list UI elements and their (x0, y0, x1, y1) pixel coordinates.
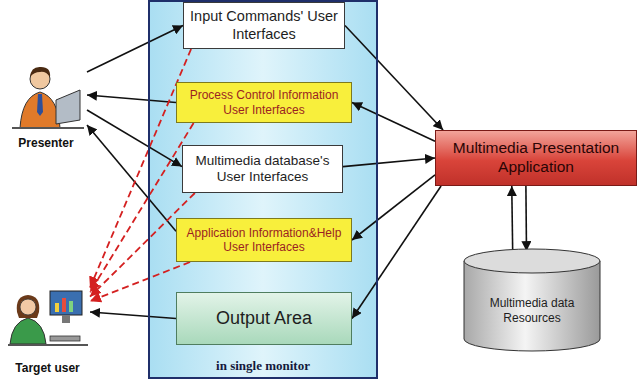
node-label: Multimedia Presentation Application (444, 139, 628, 176)
user-hair (17, 295, 40, 318)
monitor-bar (55, 303, 59, 312)
target-user-icon (8, 291, 88, 345)
arrow-line (352, 175, 435, 240)
arrow-line (90, 312, 176, 319)
interface-box: Application Information&Help User Interf… (176, 218, 352, 262)
node-label: Process Control Information User Interfa… (183, 88, 345, 117)
interface-box: Multimedia database's User Interfaces (182, 145, 343, 193)
application-box: Multimedia Presentation Application (435, 130, 637, 186)
arrow-line (87, 26, 183, 73)
arrow-line (511, 186, 514, 251)
actor-figure: Presenter (5, 50, 87, 150)
presenter-icon (12, 67, 84, 128)
user-head (20, 299, 36, 315)
arrow-line (87, 125, 176, 231)
user-monitor (50, 291, 82, 315)
output-box: Output Area (176, 292, 352, 345)
cylinder-body (464, 261, 600, 351)
node-label: in single monitor (216, 358, 310, 374)
database-cylinder: Multimedia data Resources (463, 248, 601, 353)
node-label: Multimedia data Resources (473, 296, 591, 325)
arrow-line (87, 95, 176, 103)
node-label: Multimedia database's User Interfaces (189, 153, 336, 185)
arrow-line (87, 110, 182, 167)
user-keyboard (50, 336, 80, 341)
monitor-panel: in single monitor Input Commands' User In… (148, 0, 378, 379)
actor-figure: Target user (5, 285, 90, 375)
arrow-line (345, 26, 443, 131)
monitor-bar (62, 298, 66, 312)
presenter-desk (12, 127, 84, 129)
node-label: Target user (15, 361, 79, 375)
node-label: Output Area (216, 308, 312, 330)
arrow-line (352, 103, 435, 142)
presenter-hair (30, 67, 50, 77)
monitor-stand (62, 315, 70, 323)
arrow-line (343, 158, 435, 167)
arrow-line (525, 186, 527, 251)
user-body (10, 318, 46, 344)
monitor-panel-fill (148, 0, 378, 379)
presenter-body (20, 92, 60, 128)
presenter-tie (37, 94, 43, 116)
node-label: Application Information&Help User Interf… (183, 226, 345, 255)
user-desk (8, 344, 88, 346)
interface-box: Process Control Information User Interfa… (176, 82, 352, 123)
node-label: Presenter (18, 136, 73, 150)
arrow-line (352, 186, 441, 319)
interface-box: Input Commands' User Interfaces (183, 2, 345, 49)
node-label: Input Commands' User Interfaces (190, 8, 338, 43)
cylinder-top (464, 249, 600, 273)
presenter-laptop (56, 90, 80, 124)
monitor-bar (69, 301, 73, 312)
